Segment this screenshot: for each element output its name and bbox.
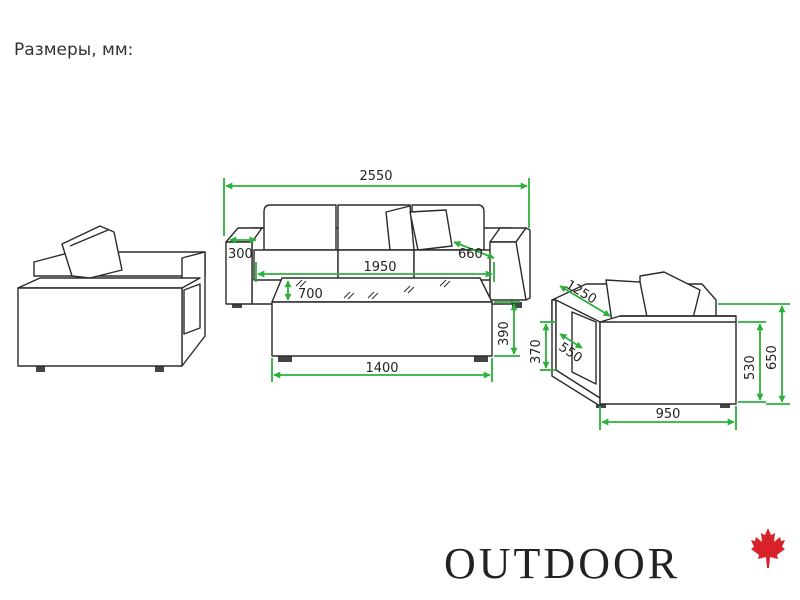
dim-sofa-seat-width: 1950 [363,260,396,275]
coffee-table [271,277,493,362]
dim-chair-width: 950 [656,407,681,422]
right-armchair [551,271,737,408]
brand-logo: OUTDOOR [444,536,680,592]
dim-chair-height: 650 [765,345,780,370]
dim-chair-arm-height: 530 [743,355,758,380]
left-armchair [17,225,206,372]
brand-name: OUTDOOR [444,539,681,588]
dim-sofa-width: 2550 [359,169,392,184]
maple-leaf-icon [751,528,785,568]
dim-chair-seat-height: 370 [529,339,544,364]
dim-sofa-arm-width: 300 [228,247,253,262]
dim-table-depth: 700 [298,287,323,302]
dimension-lines [223,178,790,430]
page-title: Размеры, мм: [14,40,134,60]
maple-leaf-shape [751,528,785,568]
dim-table-length: 1400 [365,361,398,376]
dim-table-height: 390 [497,321,512,346]
dim-sofa-seat-depth: 660 [458,247,483,262]
